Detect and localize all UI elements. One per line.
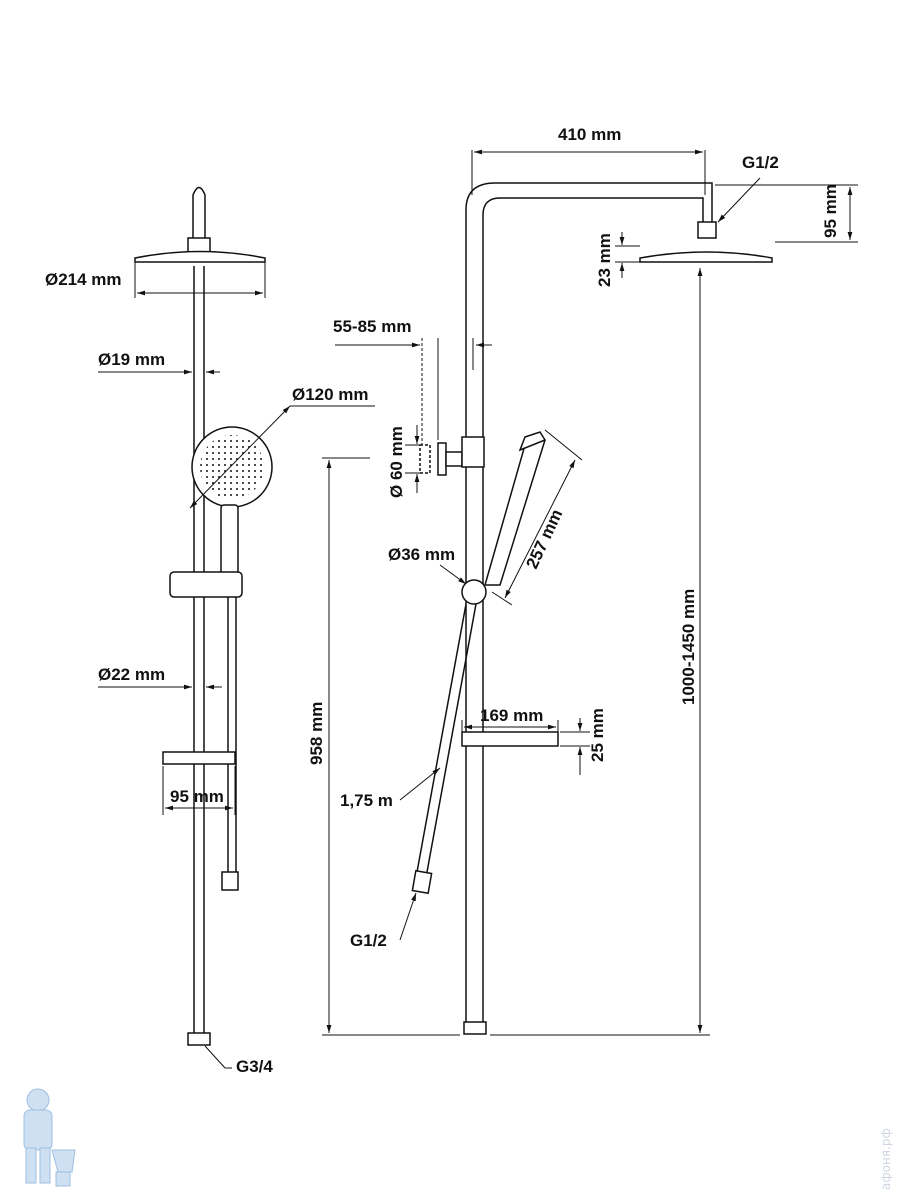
hose [416,603,467,873]
gooseneck-arm [192,186,206,245]
diverter-diameter-label: Ø36 mm [388,545,455,564]
hose-diameter-label: Ø22 mm [98,665,165,684]
soap-shelf [162,751,236,765]
arm-length-label: 410 mm [558,125,621,144]
wall-bracket-holder [461,436,485,468]
inlet-fitting [187,1032,211,1046]
rail-outer [465,182,713,1022]
wall-bracket-plate [419,444,431,474]
bracket-diameter-label: Ø 60 mm [387,426,406,498]
inlet-thread-label: G3/4 [236,1057,273,1076]
overhead-shower-head [134,250,266,263]
left-front-view: Ø214 mm Ø19 mm Ø120 mm Ø22 mm 95 mm G3/4 [45,186,375,1076]
arm-height-label: 95 mm [821,184,840,238]
diverter-ball [461,579,487,605]
shelf-width-label: 95 mm [170,787,224,806]
plumber-mascot-logo [23,1088,76,1187]
watermark: афоня.рф [879,1128,893,1190]
overhead-shower-head [639,251,773,263]
head-diameter-label: Ø214 mm [45,270,122,289]
head-thread-label: G1/2 [742,153,779,172]
hand-shower-length-label: 257 mm [522,506,566,571]
shelf [461,731,559,747]
rail-height-label: 958 mm [307,702,326,765]
head-connector [697,221,717,239]
hose-thread-label: G1/2 [350,931,387,950]
slider [169,571,243,598]
head-connector [187,237,211,253]
rail-end-cap [463,1021,487,1035]
head-thickness-label: 23 mm [595,233,614,287]
hose-length-label: 1,75 m [340,791,393,810]
pipe-diameter-label: Ø19 mm [98,350,165,369]
hose-fitting [411,869,433,895]
right-side-view: 410 mm G1/2 95 mm 23 mm 1000-1450 mm 958… [307,125,858,1036]
hand-shower-diameter-label: Ø120 mm [292,385,369,404]
shelf-length-label: 169 mm [480,706,543,725]
total-height-label: 1000-1450 mm [679,589,698,705]
hose-fitting [221,871,239,891]
shelf-height-label: 25 mm [588,708,607,762]
wall-offset-label: 55-85 mm [333,317,411,336]
